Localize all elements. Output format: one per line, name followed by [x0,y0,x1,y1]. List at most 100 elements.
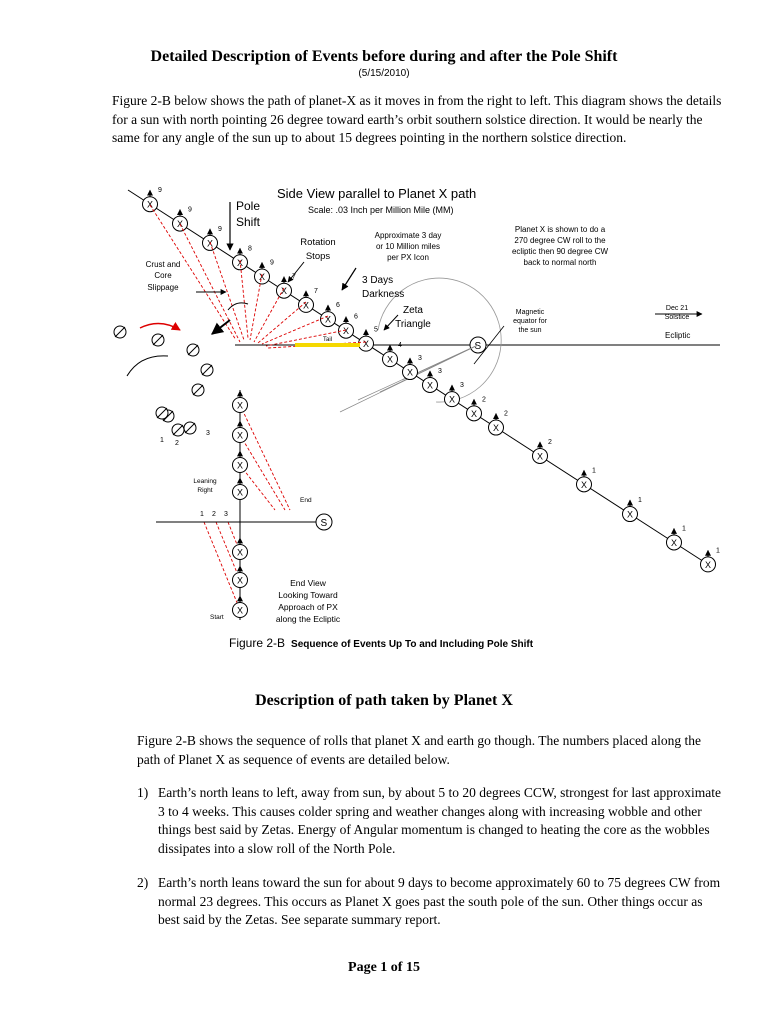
svg-text:S: S [321,518,328,529]
svg-text:X: X [581,480,587,490]
planet-x-icon: X3 [422,368,442,393]
path-number: 1 [682,525,686,532]
earth-symbol [155,406,169,420]
path-number: 1 [592,467,596,474]
end-view-number: 3 [224,511,228,518]
path-number: 9 [188,207,192,214]
planet-x-icon: X4 [382,342,402,368]
planet-x-icon: X [232,537,248,560]
path-number: 5 [374,327,378,334]
figure-heading: Side View parallel to Planet X path [277,186,476,201]
list-item-number: 2) [137,875,149,890]
path-number: 8 [248,245,252,252]
svg-text:X: X [407,368,413,378]
end-label: End [300,497,312,504]
svg-text:X: X [471,409,477,419]
svg-text:X: X [537,451,543,461]
zeta-triangle-arrow [383,314,399,331]
planet-x-icon: X7 [298,288,318,313]
earth-symbol [191,383,205,397]
tail-label: Tail [323,337,332,343]
end-view-sun: S [315,513,333,531]
path-number: 3 [418,355,422,362]
ecliptic-label: Ecliptic [665,331,690,340]
list-item: 2) Earth’s north leans toward the sun fo… [137,874,727,930]
rotation-stops-arrow [287,261,305,283]
planet-x-icon: X8 [232,245,252,271]
magnetic-equator-line [473,325,505,365]
section-intro: Figure 2-B shows the sequence of rolls t… [137,733,701,767]
svg-text:X: X [281,286,287,296]
path-number: 1 [638,497,642,504]
svg-text:X: X [705,560,711,570]
planet-x-path [127,189,713,568]
figure-2b-diagram: Side View parallel to Planet X path Scal… [113,186,720,650]
path-number: 9 [218,226,222,233]
planet-x-icon: X5 [358,327,378,352]
svg-text:X: X [627,510,633,520]
svg-text:X: X [237,401,243,411]
path-number: 7 [314,288,318,295]
earth-symbol [171,423,185,437]
path-number: 3 [460,382,464,389]
days-darkness-arrow [341,267,357,291]
earth-symbol [113,325,127,339]
path-number: 4 [398,342,402,349]
page-footer: Page 1 of 15 [348,960,420,975]
earth-number: 2 [175,440,179,447]
earth-number: 3 [206,430,210,437]
planet-x-icon: X2 [466,396,486,422]
svg-text:X: X [147,200,153,210]
planet-x-icon: X6 [320,302,340,328]
planet-x-icon: X6 [338,314,358,339]
svg-text:X: X [303,300,309,310]
planet-x-icon: X2 [532,439,552,464]
section-heading: Description of path taken by Planet X [255,692,513,709]
planet-x-icon: X [232,595,248,618]
earth-symbol [151,333,165,347]
path-number: 2 [504,411,508,418]
list-item-text: Earth’s north leans to left, away from s… [158,785,722,856]
svg-text:X: X [387,355,393,365]
earth-symbol [200,363,214,377]
planet-x-icon: X9 [254,259,274,285]
earth-number: 1 [160,437,164,444]
intro-paragraph: Figure 2-B below shows the path of plane… [112,93,722,145]
planet-x-icon: X1 [700,547,720,573]
path-number: 2 [548,439,552,446]
path-number: 9 [158,187,162,194]
planet-x-icon: X1 [666,525,686,551]
planet-x-icon: X [232,420,248,443]
svg-text:S: S [475,341,482,352]
svg-text:X: X [237,461,243,471]
list-item-text: Earth’s north leans toward the sun for a… [158,875,721,927]
end-view-number: 2 [212,511,216,518]
path-number: 7 [292,274,296,281]
path-number: 9 [270,259,274,266]
document-date: (5/15/2010) [358,68,410,79]
planet-x-icon: X3 [402,355,422,381]
path-number: 1 [716,547,720,554]
path-number: 6 [336,302,340,309]
svg-text:X: X [237,606,243,616]
svg-text:X: X [427,380,433,390]
planet-x-icon: X [232,450,248,473]
planet-x-icon: X1 [622,497,642,523]
cluster-arc [126,355,169,377]
svg-text:X: X [449,395,455,405]
planet-x-icon: X [232,390,248,413]
svg-text:X: X [237,548,243,558]
list-item-number: 1) [137,785,149,800]
svg-text:X: X [325,315,331,325]
figure-scale: Scale: .03 Inch per Million Mile (MM) [308,205,454,215]
